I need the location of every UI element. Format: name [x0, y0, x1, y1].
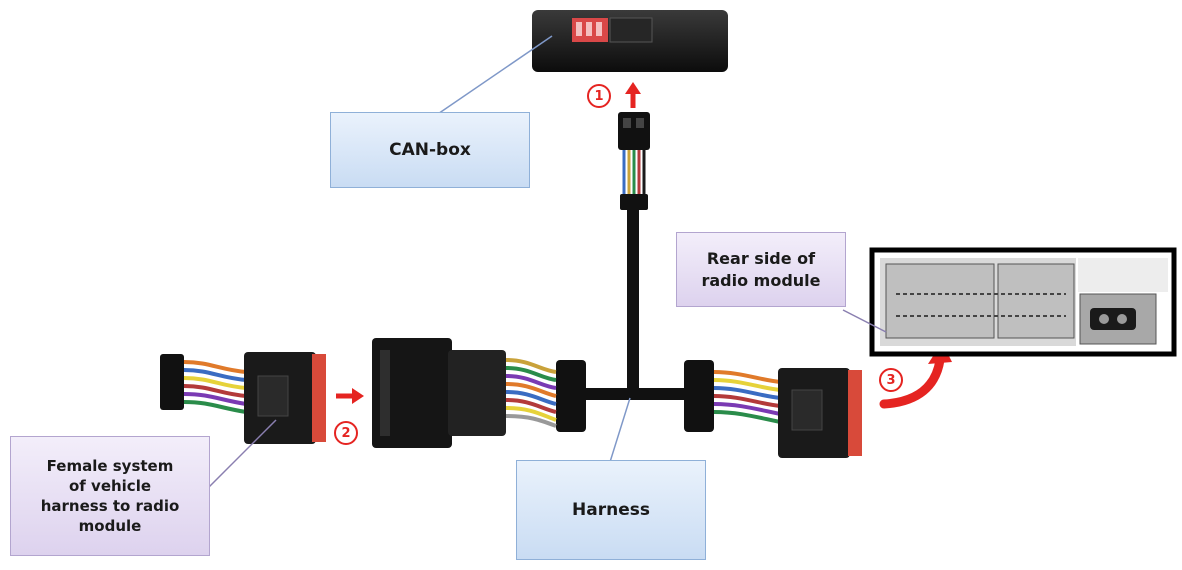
harness-top-connector — [618, 112, 650, 210]
harness-cable — [556, 208, 714, 432]
step-badge-1: 1 — [587, 84, 611, 108]
step-badge-3: 3 — [879, 368, 903, 392]
harness-label: Harness — [516, 460, 706, 560]
arrow-step-2 — [336, 388, 364, 404]
canbox-device — [532, 10, 728, 72]
callout-leaders — [207, 35, 887, 489]
vehicle-female-connector — [160, 352, 326, 444]
female-system-label: Female system of vehicle harness to radi… — [10, 436, 210, 556]
harness-male-connector — [372, 338, 506, 448]
radio-module-rear — [869, 247, 1177, 357]
rear-side-label: Rear side of radio module — [676, 232, 846, 307]
radio-side-connector — [713, 368, 862, 458]
step-badge-2: 2 — [334, 421, 358, 445]
harness-left-wires — [505, 358, 557, 428]
canbox-label: CAN-box — [330, 112, 530, 188]
arrow-step-1 — [625, 82, 641, 108]
